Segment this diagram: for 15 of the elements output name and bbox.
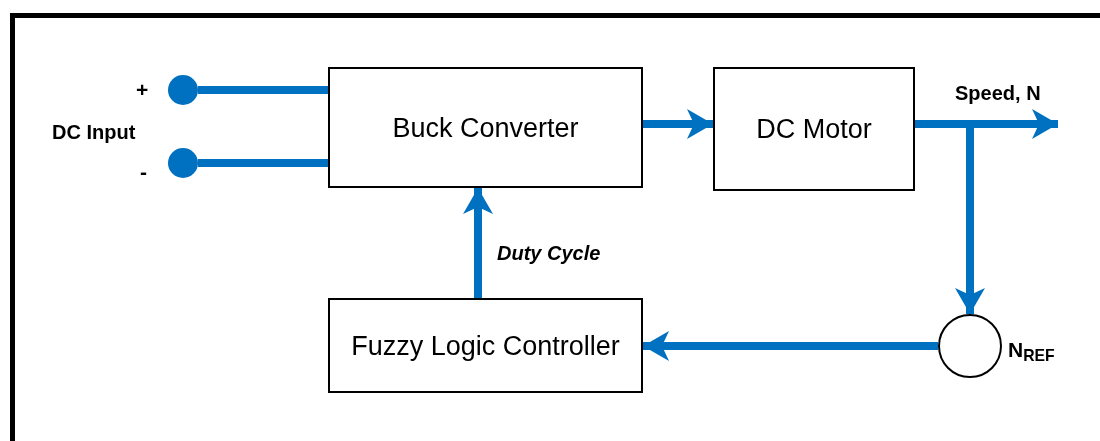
- connector-line: [198, 86, 328, 94]
- block-box: [328, 298, 643, 393]
- block-label: DC Motor: [756, 113, 872, 146]
- block-box: [713, 67, 915, 191]
- arrow: [643, 109, 713, 139]
- input-label: DC Input: [52, 120, 136, 145]
- node-caption: N$_{REF}$: [1008, 337, 1055, 366]
- arrow: [463, 188, 493, 298]
- arrow: [643, 331, 938, 361]
- block-box: [328, 67, 643, 188]
- block-label: Fuzzy Logic Controller: [351, 329, 620, 363]
- connector-line: [198, 159, 328, 167]
- node-caption: +: [136, 77, 149, 103]
- block-label: Buck Converter: [392, 111, 579, 145]
- node-caption: -: [140, 159, 147, 185]
